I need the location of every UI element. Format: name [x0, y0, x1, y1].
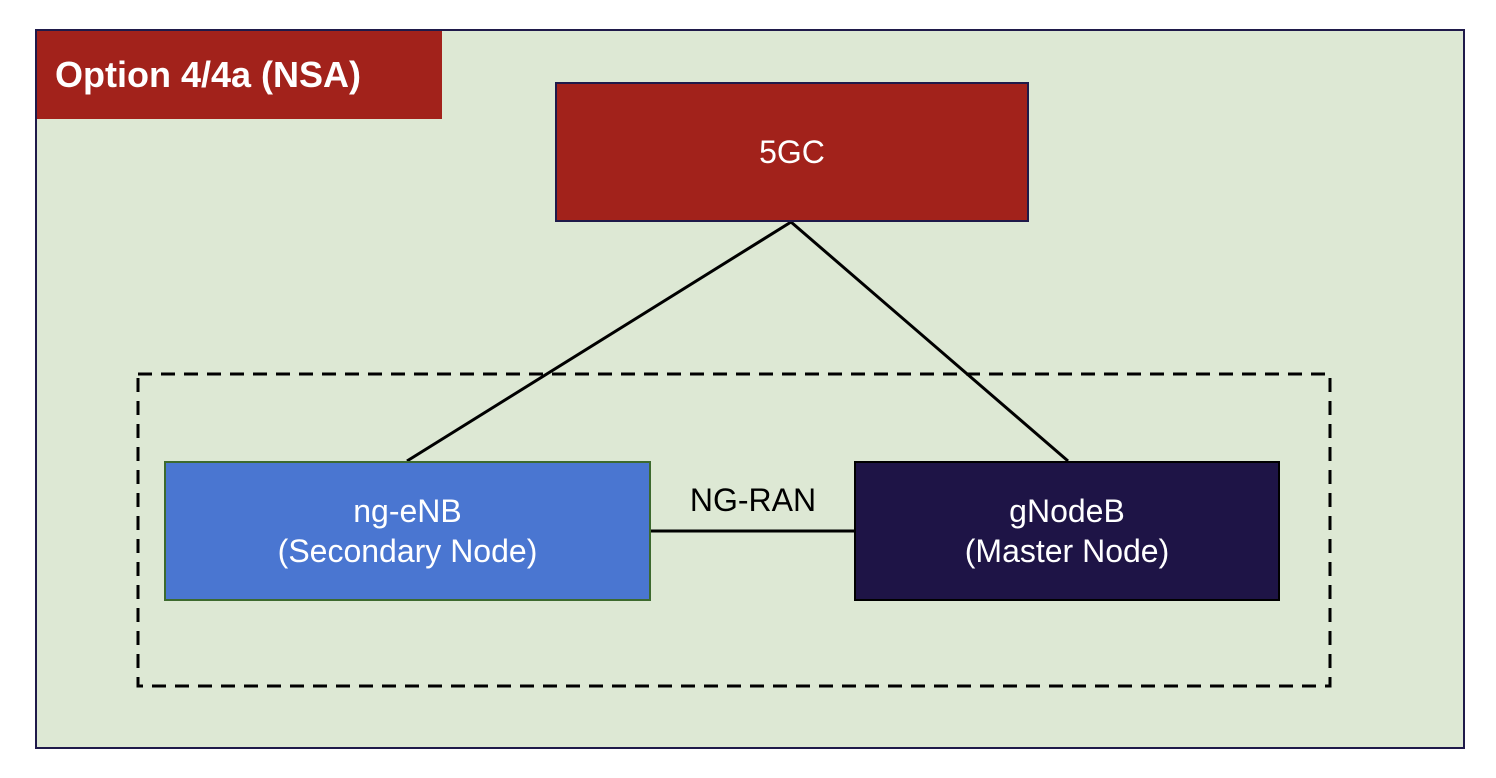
option-title: Option 4/4a (NSA)	[55, 54, 362, 95]
link-5gc-to-gnodeb	[790, 220, 1069, 463]
ng-ran-group-boundary	[136, 372, 1332, 688]
node-5gc: 5GC	[555, 82, 1029, 222]
ng-ran-label: NG-RAN	[689, 482, 817, 518]
node-gnodeb-name: gNodeB	[1009, 493, 1125, 529]
link-5gc-to-ng-enb	[406, 220, 792, 463]
node-gnodeb-role: (Master Node)	[964, 533, 1170, 569]
node-ng-enb: ng-eNB (Secondary Node)	[164, 461, 651, 601]
node-5gc-label: 5GC	[759, 134, 825, 170]
node-ng-enb-role: (Secondary Node)	[277, 533, 538, 569]
node-ng-enb-name: ng-eNB	[353, 493, 462, 529]
option-title-tag: Option 4/4a (NSA)	[37, 31, 442, 119]
node-gnodeb: gNodeB (Master Node)	[854, 461, 1280, 601]
